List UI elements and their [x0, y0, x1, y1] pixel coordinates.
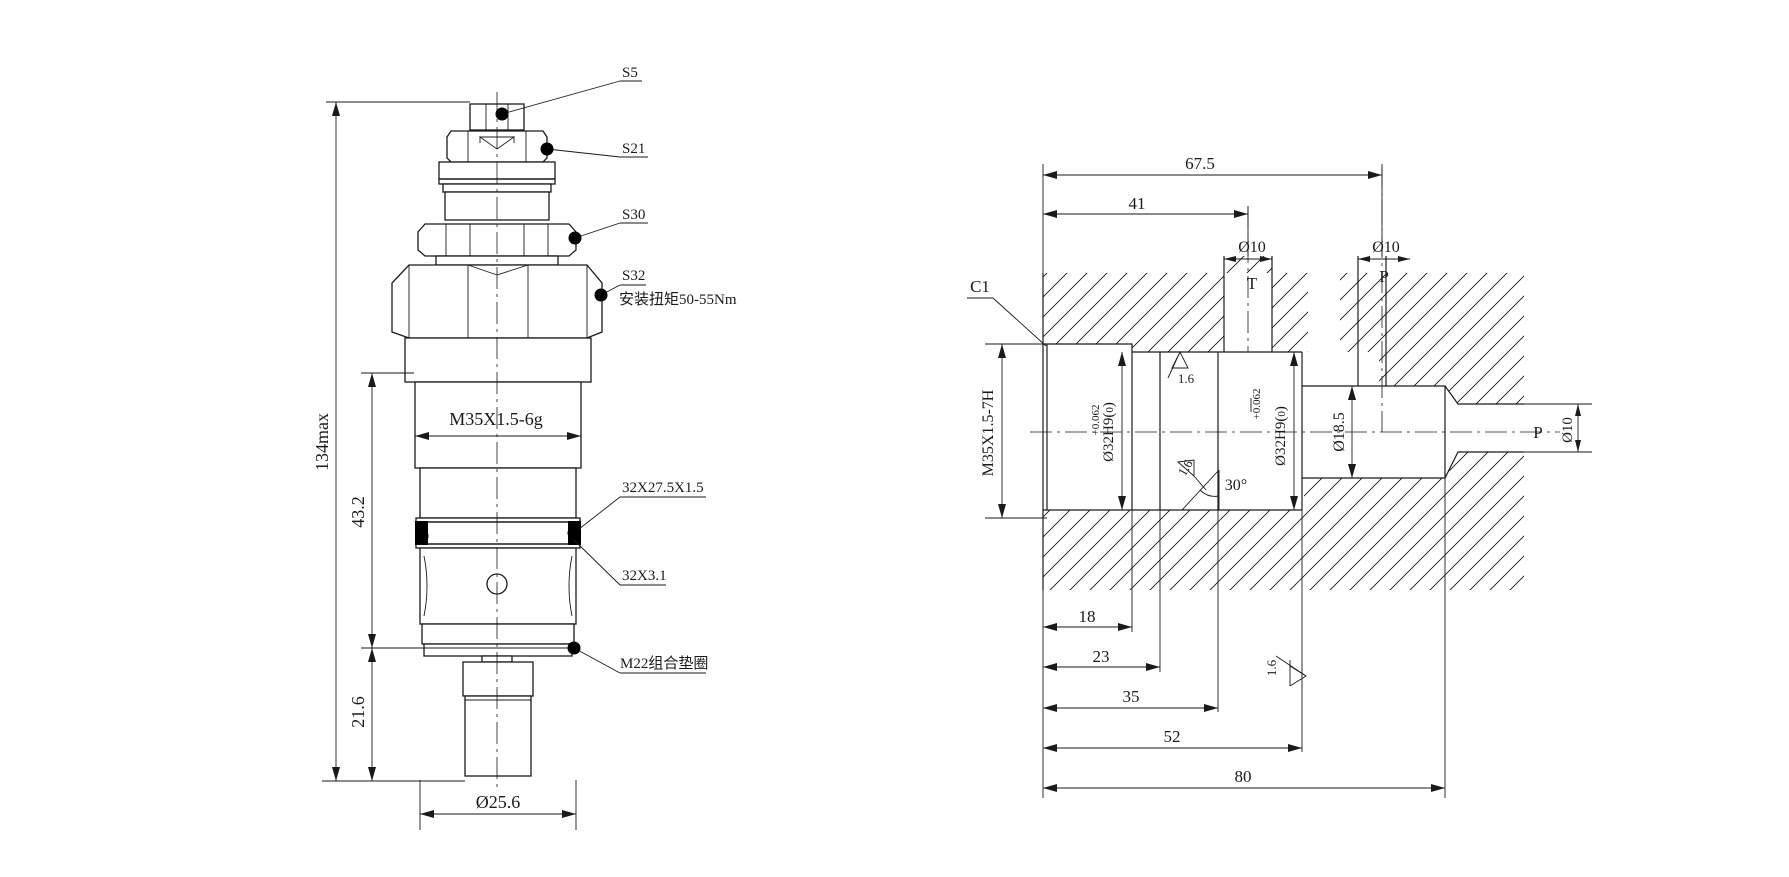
label-oring-upper: 32X27.5X1.5 — [415, 480, 706, 543]
dim-bore-18-5: Ø18.5 — [1331, 386, 1356, 478]
svg-text:Ø10: Ø10 — [1238, 239, 1266, 256]
cavity-section-view: T P P 67.5 41 — [967, 154, 1592, 798]
roughness-symbol-2: 1.6 — [1175, 457, 1207, 491]
dim-p-side-dia: Ø10 — [1458, 403, 1592, 453]
svg-text:32X3.1: 32X3.1 — [622, 568, 667, 584]
roughness-symbol-3: 1.6 — [1264, 655, 1307, 687]
dim-dia-25-6-text: Ø25.6 — [476, 792, 521, 812]
port-t-label: T — [1247, 274, 1258, 293]
dim-134max: 134max — [312, 102, 340, 781]
label-s32: S32 安装扭矩50-55Nm — [594, 268, 737, 308]
valve-elevation-view: 134max 43.2 21.6 Ø25.6 M35X1 — [312, 65, 737, 830]
svg-text:18: 18 — [1079, 607, 1096, 626]
chamfer-c1: C1 — [967, 277, 1047, 347]
svg-text:M22组合垫圈: M22组合垫圈 — [620, 655, 708, 672]
label-oring-lower: 32X3.1 — [573, 539, 667, 586]
dim-41: 41 — [1043, 194, 1249, 256]
svg-text:S32: S32 — [622, 268, 645, 284]
svg-text:+0.062: +0.062 — [1090, 405, 1102, 436]
dim-43-2-text: 43.2 — [348, 496, 368, 528]
spool-stem — [462, 655, 534, 777]
svg-text:Ø32H9(0): Ø32H9(0) — [1273, 406, 1289, 466]
dim-21-6: 21.6 — [348, 648, 376, 781]
svg-text:1.6: 1.6 — [1178, 371, 1195, 386]
dim-80: 80 — [1043, 767, 1445, 792]
svg-text:67.5: 67.5 — [1185, 154, 1215, 173]
roughness-symbol-1: 1.6 — [1167, 350, 1195, 386]
label-s30: S30 — [568, 207, 648, 245]
dim-bore-32h9-first: Ø32H9(0) +0.062 — [1090, 352, 1126, 510]
dim-thread-m35-7h: M35X1.5-7H — [980, 343, 1047, 519]
svg-text:S5: S5 — [622, 65, 638, 81]
hatched-manifold-block — [1043, 256, 1524, 590]
hex-body-s32 — [391, 264, 603, 339]
svg-text:Ø10: Ø10 — [1372, 239, 1400, 256]
bottom-shoulder — [423, 643, 573, 657]
svg-text:80: 80 — [1235, 767, 1252, 786]
svg-text:C1: C1 — [970, 277, 990, 296]
svg-text:Ø18.5: Ø18.5 — [1331, 412, 1348, 452]
angle-30: 30° — [1181, 469, 1247, 511]
svg-text:1.6: 1.6 — [1175, 457, 1196, 479]
svg-text:M35X1.5-7H: M35X1.5-7H — [980, 389, 997, 476]
dim-dia-25-6: Ø25.6 — [420, 792, 576, 818]
port-p-top-label: P — [1379, 267, 1388, 286]
svg-text:41: 41 — [1129, 194, 1146, 213]
torque-note: 安装扭矩50-55Nm — [619, 291, 737, 308]
port-t: T — [1223, 206, 1273, 352]
svg-text:Ø10: Ø10 — [1560, 417, 1576, 443]
svg-text:52: 52 — [1164, 727, 1181, 746]
label-s5: S5 — [495, 65, 642, 121]
dim-18: 18 — [1043, 607, 1132, 631]
dim-t-port-dia: Ø10 — [1224, 239, 1272, 262]
dim-p-port-dia: Ø10 — [1358, 239, 1410, 262]
dim-thread-m35: M35X1.5-6g — [415, 409, 581, 440]
dim-35: 35 — [1043, 687, 1218, 712]
dim-134max-text: 134max — [312, 413, 332, 471]
port-p-side-label: P — [1533, 423, 1542, 442]
bottom-collar — [421, 623, 575, 645]
oring-groove — [415, 517, 581, 549]
lower-body — [419, 467, 577, 519]
svg-text:S30: S30 — [622, 207, 645, 223]
svg-text:30°: 30° — [1225, 477, 1247, 494]
svg-text:Ø32H9(0): Ø32H9(0) — [1101, 402, 1117, 462]
cartridge-sleeve — [419, 547, 577, 625]
dim-52: 52 — [1043, 727, 1302, 752]
dim-43-2: 43.2 — [348, 373, 376, 648]
svg-text:35: 35 — [1123, 687, 1140, 706]
svg-text:+0.062: +0.062 — [1251, 389, 1263, 420]
svg-text:23: 23 — [1093, 647, 1110, 666]
dim-bore-32h9-second: Ø32H9(0) +0.062 — [1250, 352, 1298, 510]
dim-21-6-text: 21.6 — [348, 696, 368, 728]
svg-text:32X27.5X1.5: 32X27.5X1.5 — [622, 480, 704, 496]
dim-thread-m35-text: M35X1.5-6g — [449, 409, 543, 429]
label-washer: M22组合垫圈 — [567, 641, 708, 674]
label-s21: S21 — [540, 141, 648, 158]
dim-23: 23 — [1043, 647, 1160, 671]
dim-67-5: 67.5 — [1042, 154, 1383, 273]
body-collar — [404, 337, 592, 383]
svg-text:1.6: 1.6 — [1264, 659, 1279, 676]
cavity-outline — [1042, 273, 1524, 590]
svg-text:S21: S21 — [622, 141, 645, 157]
